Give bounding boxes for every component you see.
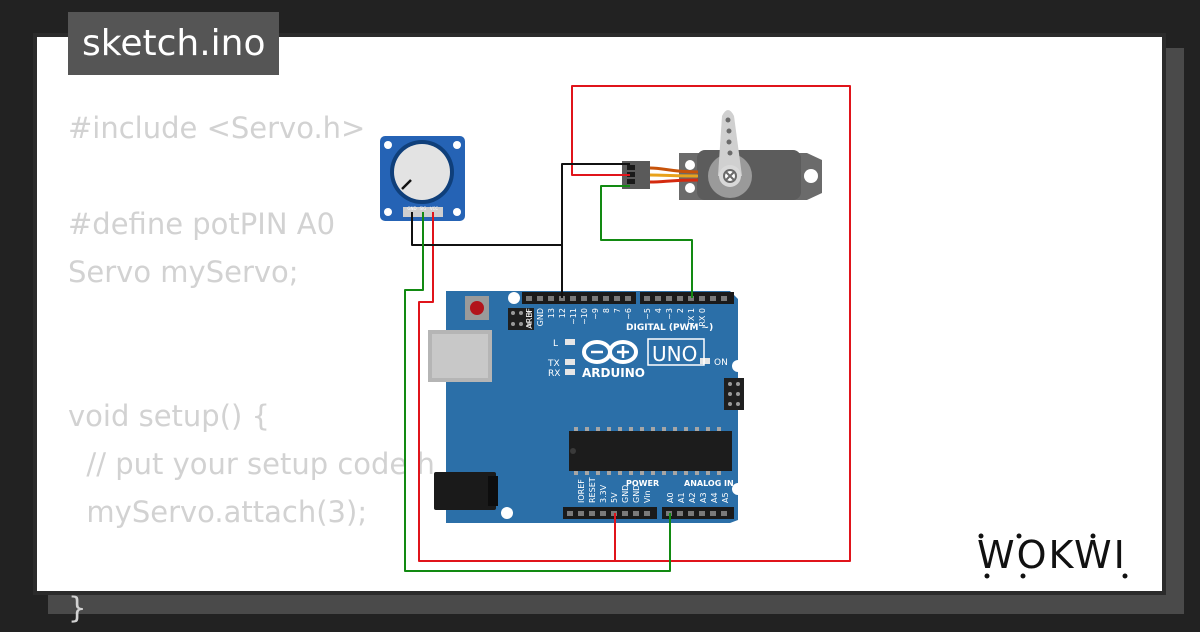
code-line: } <box>68 591 87 625</box>
pin-label: GND <box>632 485 641 503</box>
pin-label: ~10 <box>580 308 589 325</box>
power-label: POWER <box>626 479 659 488</box>
code-line: #include <Servo.h> <box>68 111 366 145</box>
on-led-label: ON <box>714 358 728 368</box>
mounting-hole-icon <box>732 483 744 495</box>
microcontroller-chip <box>569 431 732 471</box>
pin-label: ~6 <box>624 308 633 320</box>
pot-pin-label: GND <box>407 206 416 211</box>
pin-label: 7 <box>613 308 622 313</box>
arduino-logo-text: ARDUINO <box>582 366 645 380</box>
wire-black-pot-gnd <box>411 212 562 246</box>
pin-label: RESET <box>588 477 597 503</box>
pin-label: ~9 <box>591 308 600 320</box>
pin-label: 3.3V <box>599 484 608 503</box>
code-line: // put your setup code h <box>68 447 435 481</box>
pin-label: A5 <box>721 492 730 503</box>
code-editor: #include <Servo.h> #define potPIN A0 Servo… <box>68 104 435 632</box>
pin-label: Vin <box>643 490 652 503</box>
l-led <box>565 339 575 345</box>
digital-header-right <box>640 292 734 304</box>
svg-text:WOKWI: WOKWI <box>977 533 1127 577</box>
pin-label: IOREF <box>577 479 586 503</box>
uno-model-text: UNO <box>652 342 697 366</box>
pin-label: RX 0 <box>698 308 707 327</box>
mounting-hole-icon <box>508 292 520 304</box>
pin-label: 4 <box>654 308 663 313</box>
tx-led <box>565 359 575 365</box>
screw-icon <box>723 169 737 183</box>
pin-label: A1 <box>677 492 686 503</box>
rx-led-label: RX <box>548 369 560 379</box>
pin-label: 2 <box>676 308 685 313</box>
code-line: myServo.attach(3); <box>68 495 368 529</box>
pin-label: 8 <box>602 308 611 313</box>
power-jack <box>434 472 496 510</box>
pin-label: 13 <box>547 308 556 318</box>
file-title: sketch.ino <box>68 12 280 75</box>
pot-pin-label: SIG <box>420 206 427 211</box>
pin-label: ~11 <box>569 308 578 325</box>
pin-label: ~5 <box>643 308 652 320</box>
potentiometer-knob[interactable] <box>394 144 450 200</box>
servo-motor[interactable] <box>622 110 822 200</box>
pin-label: GND <box>536 308 545 326</box>
code-line: void setup() { <box>68 399 270 433</box>
pin-label: ~3 <box>665 308 674 320</box>
on-led <box>700 358 710 364</box>
power-header <box>563 507 657 519</box>
wires <box>404 85 851 572</box>
pin-label: A2 <box>688 492 697 503</box>
pin-label: A3 <box>699 492 708 503</box>
mounting-hole-icon <box>501 507 513 519</box>
wire-red-pot-vcc <box>418 212 615 562</box>
l-led-label: L <box>553 339 558 349</box>
pot-pin-label: VCC <box>430 206 439 211</box>
pin-label: A4 <box>710 492 719 503</box>
icsp-header-right <box>724 378 744 410</box>
analog-label: ANALOG IN <box>684 479 734 488</box>
tx-led-label: TX <box>547 359 560 369</box>
digital-header-label: DIGITAL (PWM ~) <box>626 323 713 333</box>
uno-box <box>647 338 705 366</box>
code-line: Servo myServo; <box>68 255 299 289</box>
pin-label: 5V <box>610 492 619 503</box>
wire-green-pot-signal <box>404 212 671 572</box>
pin-label: 12 <box>558 308 567 318</box>
wire-black-servo-gnd <box>561 163 630 298</box>
wire-green-servo-signal <box>600 185 693 298</box>
code-line: #define potPIN A0 <box>68 207 336 241</box>
pin-label: GND <box>621 485 630 503</box>
wokwi-logo: WOKWI <box>977 533 1128 579</box>
rx-led <box>565 369 575 375</box>
pin-label: TX 1 <box>687 308 696 327</box>
pin-label: AREF <box>525 308 534 329</box>
arduino-infinity-icon <box>582 340 638 364</box>
mounting-hole-icon <box>732 360 744 372</box>
pin-label: A0 <box>666 492 675 503</box>
